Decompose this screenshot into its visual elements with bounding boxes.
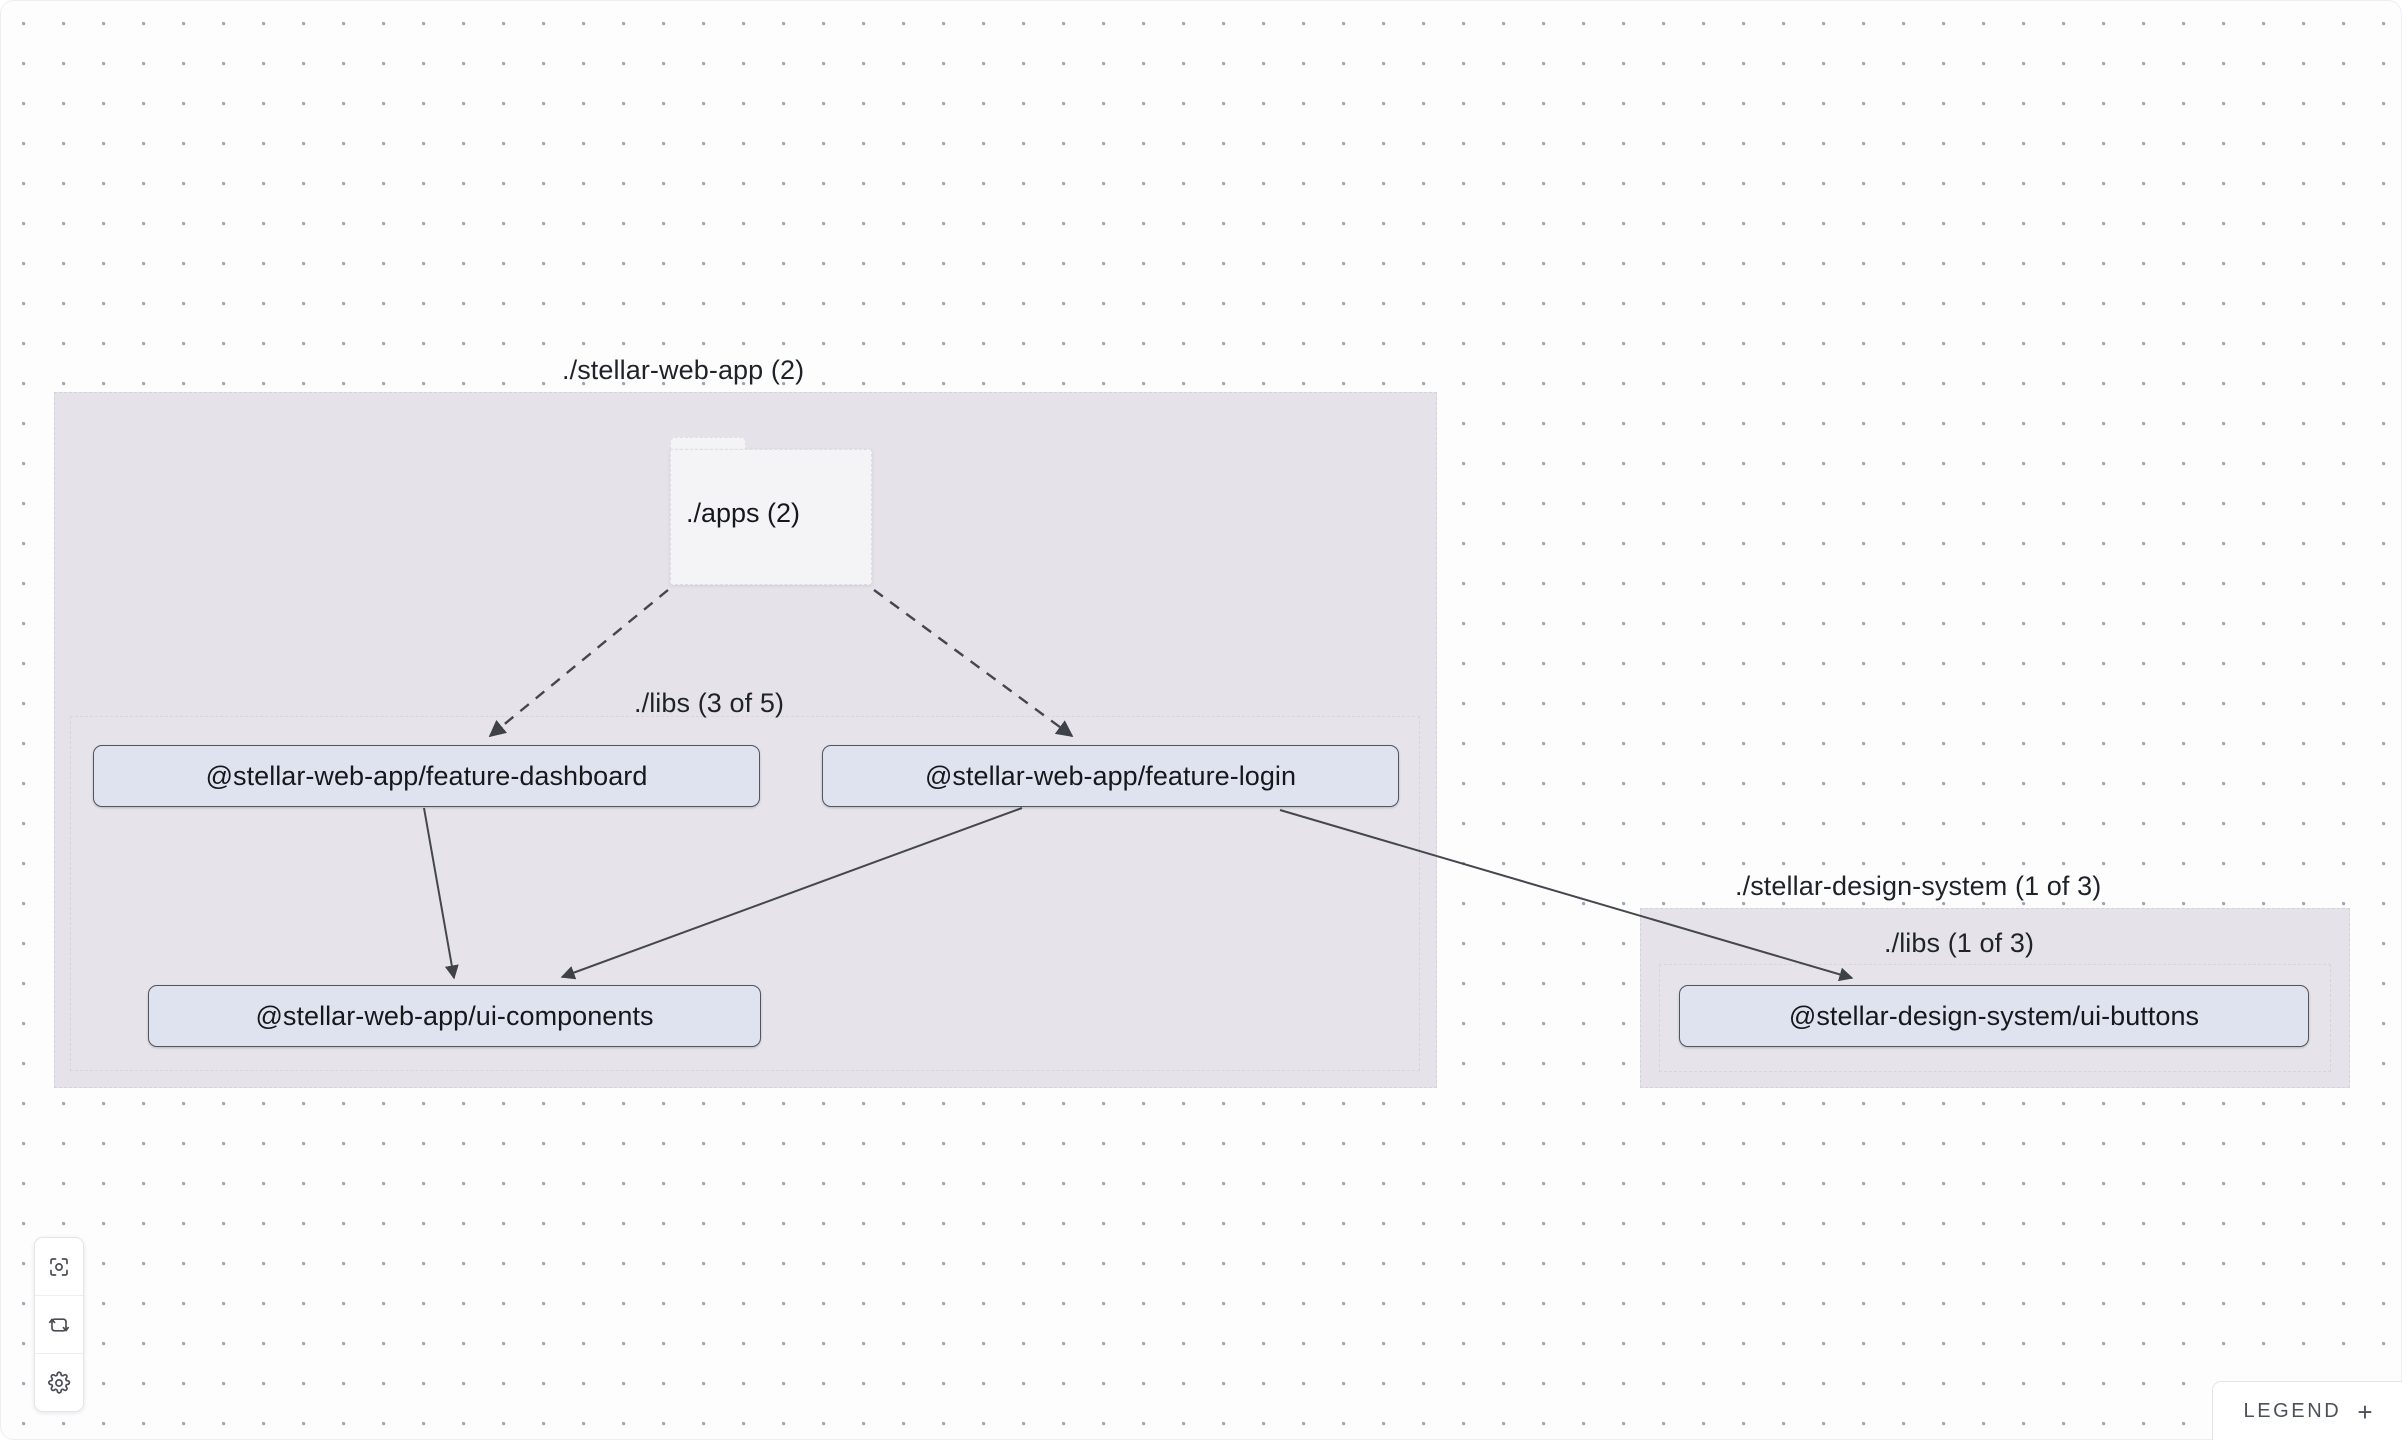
focus-target-icon (47, 1255, 71, 1279)
focus-graph-button[interactable] (35, 1238, 83, 1296)
project-group-label-stellar-design-system: ./stellar-design-system (1 of 3) (1735, 871, 2102, 901)
refresh-icon (47, 1313, 71, 1337)
library-node-label: @stellar-web-app/ui-components (255, 1000, 654, 1031)
library-node-label: @stellar-web-app/feature-dashboard (205, 760, 648, 791)
library-node-label: @stellar-web-app/feature-login (924, 760, 1297, 791)
libs-group-label-stellar-design-system: ./libs (1 of 3) (1884, 928, 2035, 958)
settings-button[interactable] (35, 1354, 83, 1411)
apps-folder-tab-seam (672, 450, 744, 454)
library-node-feature-login[interactable]: @stellar-web-app/feature-login (822, 745, 1399, 807)
refresh-graph-button[interactable] (35, 1296, 83, 1354)
plus-icon: + (2357, 1396, 2373, 1427)
libs-group-label-stellar-web-app: ./libs (3 of 5) (634, 688, 785, 718)
graph-toolbar (34, 1237, 84, 1412)
legend-toggle[interactable]: LEGEND + (2212, 1381, 2402, 1440)
library-node-label: @stellar-design-system/ui-buttons (1788, 1000, 2200, 1031)
library-node-ui-components[interactable]: @stellar-web-app/ui-components (148, 985, 761, 1047)
library-node-feature-dashboard[interactable]: @stellar-web-app/feature-dashboard (93, 745, 760, 807)
project-group-label-stellar-web-app: ./stellar-web-app (2) (562, 355, 805, 385)
gear-icon (47, 1370, 71, 1395)
apps-folder-label: ./apps (2) (686, 498, 801, 528)
apps-folder[interactable] (670, 449, 872, 585)
legend-label: LEGEND (2243, 1400, 2342, 1422)
library-node-ui-buttons[interactable]: @stellar-design-system/ui-buttons (1679, 985, 2309, 1047)
